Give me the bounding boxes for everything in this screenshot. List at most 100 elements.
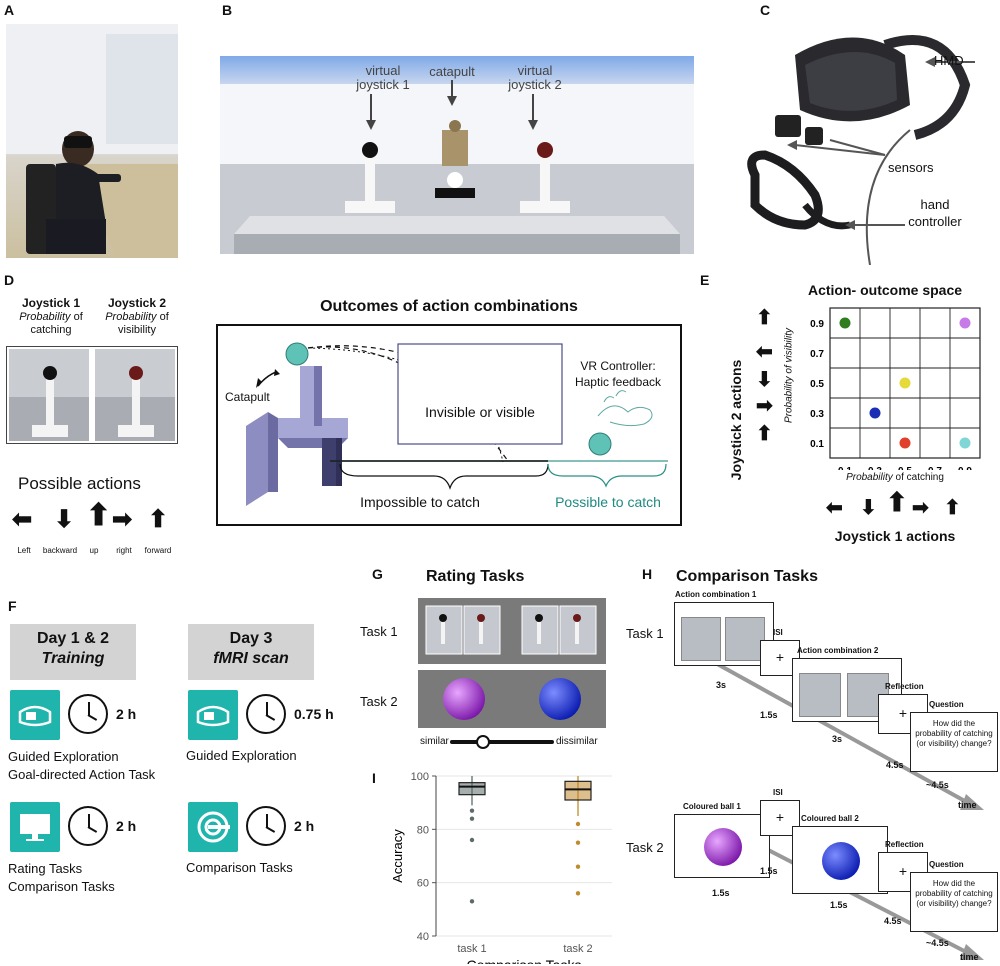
t1-card1-joystick1	[681, 617, 721, 661]
y-tick-label: 80	[417, 824, 429, 836]
x-tick-label: 0.3	[868, 466, 882, 470]
scatter-point	[869, 407, 881, 419]
box-plot-area	[436, 776, 612, 936]
hand-controller-label: hand controller	[908, 197, 962, 229]
t2-time-label: time	[960, 952, 979, 962]
j1-left-arrow-icon: ⬅	[826, 497, 843, 519]
y-tick-label: 40	[417, 931, 429, 943]
scene-arrows	[366, 80, 538, 130]
vr-headset-icon	[10, 690, 60, 740]
participant-photo	[6, 24, 178, 258]
box-body	[564, 780, 592, 801]
action-outcome-title: Action- outcome space	[807, 282, 963, 298]
action-backward: backward	[42, 546, 78, 555]
g-task2-label: Task 2	[360, 694, 398, 709]
possible-catch-text: Possible to catch	[555, 494, 661, 510]
day12-box: Day 1 & 2 Training	[10, 624, 136, 680]
vr-controller-text: VR Controller: Haptic feedback	[574, 359, 662, 389]
clock-icon	[68, 694, 108, 734]
virtual-joystick-2-label: virtual joystick 2	[508, 63, 562, 92]
x-axis-title: Comparison Tasks	[467, 957, 582, 964]
h-task1-time-arrow	[709, 658, 984, 810]
catapult-label: catapult	[429, 64, 475, 79]
rating-tasks-title: Rating Tasks	[426, 568, 525, 585]
g-task1-strip	[418, 598, 606, 664]
t2-time-3: 4.5s	[884, 916, 902, 926]
action-up: up	[89, 546, 99, 555]
similarity-slider[interactable]	[450, 740, 554, 744]
panel-label-b: B	[222, 2, 233, 18]
t1-time-4: ~4.5s	[926, 780, 949, 790]
joystick2-title: Joystick 2	[107, 296, 167, 310]
box-outlier	[469, 808, 475, 813]
joystick-views	[6, 346, 178, 444]
t1-time-1: 1.5s	[760, 710, 778, 720]
y-tick-label: 0.9	[810, 319, 824, 330]
j1-down-arrow-icon: ⬇	[860, 497, 877, 519]
action-forward: forward	[144, 546, 172, 555]
j1-up-arrow-icon: ⬆	[886, 487, 908, 517]
mri-scanner-icon	[188, 802, 238, 852]
virtual-joystick-1-label: virtual joystick 1	[356, 63, 410, 92]
j2-down-arrow-icon: ⬇	[756, 369, 773, 391]
scatter-point	[839, 317, 851, 329]
panel-label-a: A	[4, 2, 15, 18]
t1-card-action1: Action combination 1	[674, 590, 774, 666]
panel-label-c: C	[760, 2, 771, 18]
forward-arrow-icon: ⬆	[148, 506, 169, 533]
t1-card-question: Question How did the probability of catc…	[910, 700, 998, 772]
h-task2-label: Task 2	[626, 840, 664, 855]
action-outcome-scatter: 0.10.30.50.70.90.10.30.50.70.9	[810, 307, 981, 470]
g-task2-strip	[418, 670, 606, 728]
scatter-point	[959, 437, 971, 449]
t1-card-action2: Action combination 2	[792, 646, 902, 722]
box-outlier	[575, 821, 581, 827]
x-tick-label: 0.5	[898, 466, 912, 470]
j2-up-arrow-icon: ⬆	[756, 307, 773, 329]
y-tick-label: 0.5	[810, 379, 824, 390]
panel-label-e: E	[700, 272, 710, 288]
clock-icon	[68, 806, 108, 846]
j2-forward-arrow-icon: ⬆	[756, 423, 773, 445]
t2-time-1: 1.5s	[760, 866, 778, 876]
joystick1-actions-label: Joystick 1 actions	[834, 528, 956, 544]
panel-label-d: D	[4, 272, 15, 288]
panel-label-g: G	[372, 566, 383, 582]
y-tick-label: 0.3	[810, 409, 824, 420]
virtual-scene	[220, 56, 694, 254]
x-tick-label: task 1	[457, 943, 486, 955]
box-outlier	[469, 899, 475, 904]
box-outlier	[469, 837, 475, 843]
participant-illustration	[6, 24, 178, 258]
box-outlier	[575, 864, 581, 869]
t2-card-ball1: Coloured ball 1	[674, 802, 770, 878]
t2-card2-blue-ball	[822, 842, 860, 880]
comparison-tasks-title: Comparison Tasks	[676, 568, 818, 585]
g-task2-images	[443, 678, 581, 720]
t1-time-2: 3s	[832, 734, 843, 744]
hmd-label: HMD	[934, 53, 964, 68]
day3-box: Day 3 fMRI scan	[188, 624, 314, 680]
duration-2: 0.75 h	[294, 706, 334, 722]
t2-time-4: ~4.5s	[926, 938, 949, 948]
y-tick-label: 60	[417, 878, 429, 890]
joystick1-title: Joystick 1	[21, 296, 81, 310]
box-outlier	[575, 840, 581, 845]
impossible-catch-text: Impossible to catch	[360, 494, 480, 510]
duration-3: 2 h	[116, 818, 137, 834]
sensors-label: sensors	[888, 160, 934, 175]
j1-right-arrow-icon: ➡	[912, 497, 929, 519]
f-desc-1: Guided Exploration Goal-directed Action …	[8, 749, 156, 782]
slider-handle[interactable]	[476, 735, 490, 749]
similar-label: similar	[420, 736, 449, 747]
y-tick-label: 0.1	[810, 439, 824, 450]
t2-card-question: Question How did the probability of catc…	[910, 860, 998, 932]
catching-axis-label: Probability of catching	[846, 472, 944, 483]
x-tick-label: 0.7	[928, 466, 942, 470]
invisible-visible-text: Invisible or visible	[425, 404, 535, 420]
duration-1: 2 h	[116, 706, 137, 722]
t1-time-0: 3s	[716, 680, 727, 690]
